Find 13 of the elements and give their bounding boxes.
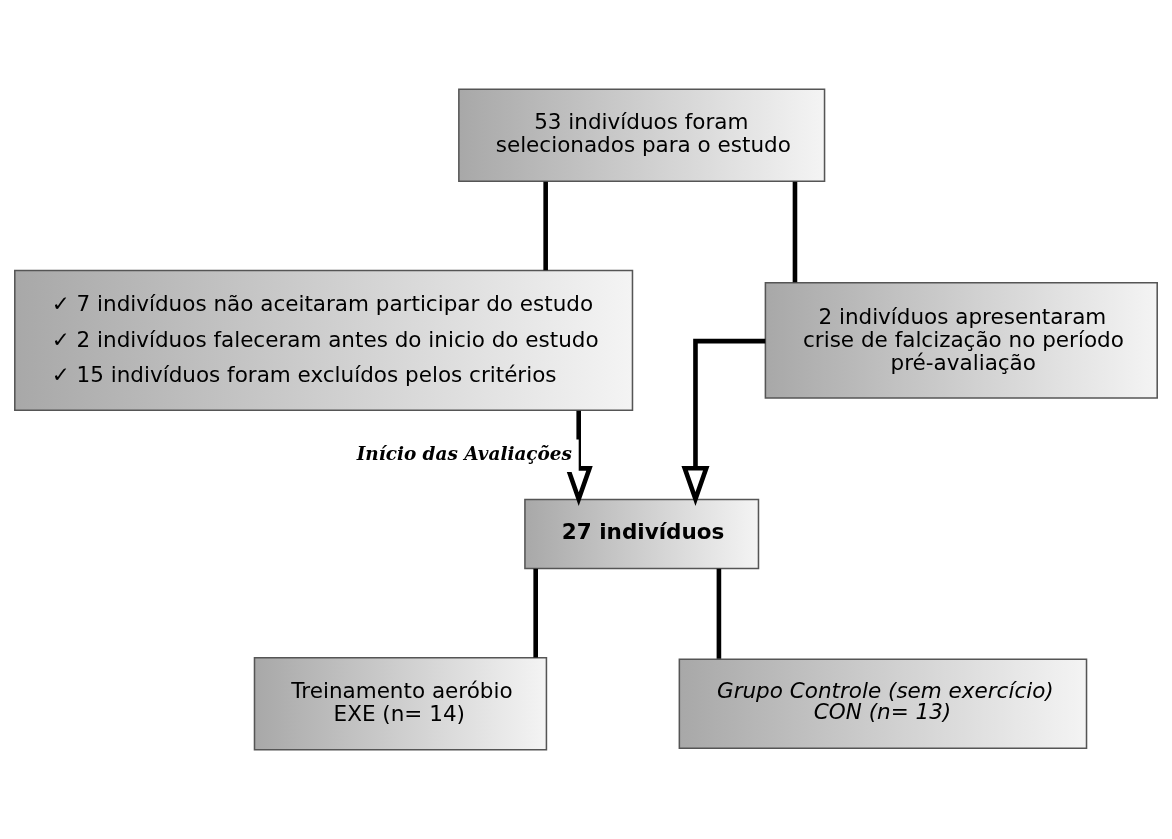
node-box: Treinamento aeróbio EXE (n= 14): [253, 656, 548, 751]
edge-label: Início das Avaliações: [356, 442, 572, 464]
node-box: ✓ 7 indivíduos não aceitaram participar do estudo ✓ 2 indivíduos faleceram antes do inicio do estudo ✓ 15 indivíduos foram excluídos pelos critérios: [14, 269, 634, 412]
connector: [716, 568, 722, 659]
node-box: Grupo Controle (sem exercício) CON (n= 13): [678, 658, 1088, 750]
connector: [543, 181, 548, 271]
arrow: [681, 338, 766, 507]
connector: [533, 568, 538, 658]
arrow: [564, 410, 593, 507]
connector: [792, 181, 798, 283]
node-box: 2 indivíduos apresentaram crise de falcização no período pré-avaliação: [764, 282, 1158, 399]
node-box: 27 indivíduos: [524, 498, 760, 570]
node-box: 53 indivíduos foram selecionados para o estudo: [458, 88, 826, 183]
